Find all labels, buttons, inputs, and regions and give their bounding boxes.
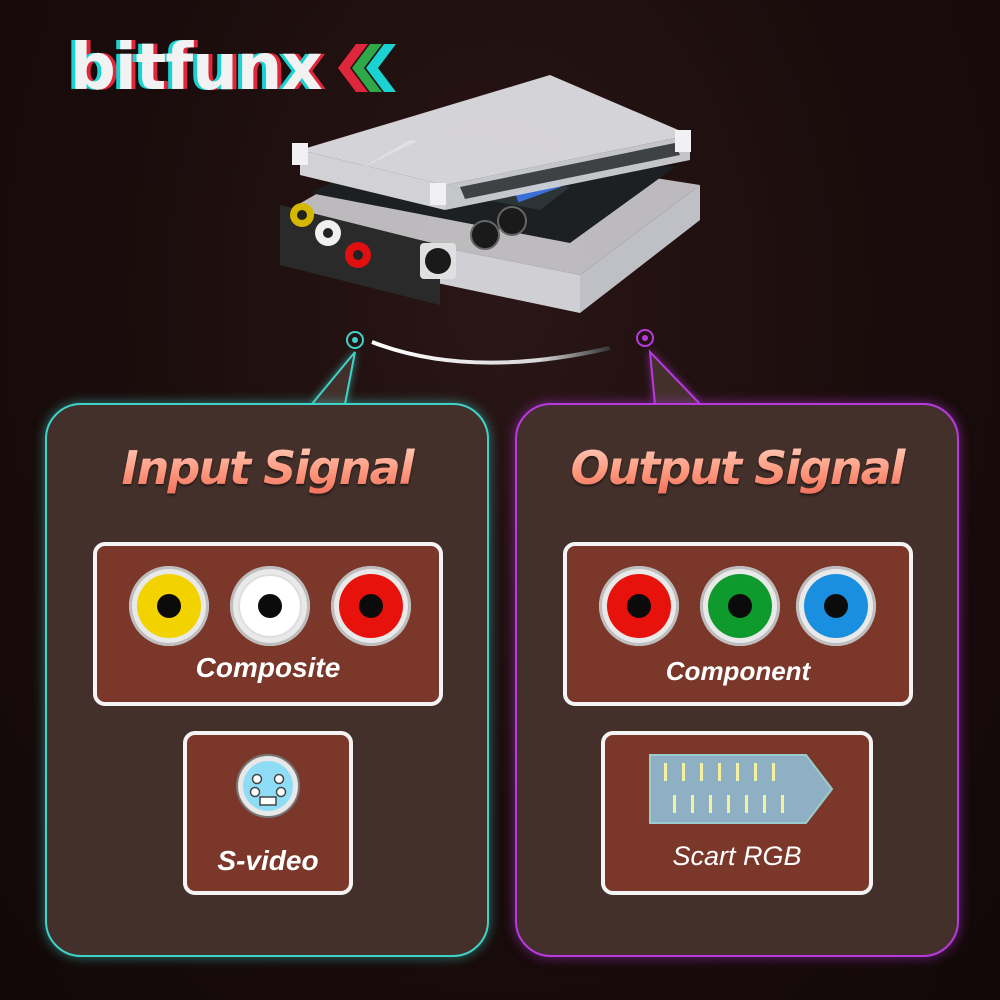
- output-signal-panel: Output Signal Component Sca: [515, 403, 959, 957]
- brand-logo: bitfunx: [70, 28, 398, 108]
- yellow-rca-icon: [129, 566, 209, 646]
- output-dot-icon: [636, 329, 654, 347]
- output-signal-title: Output Signal: [517, 441, 957, 495]
- s-video-port-icon: [236, 754, 300, 818]
- input-dot-icon: [346, 331, 364, 349]
- chevron-logo-icon: [337, 44, 396, 92]
- composite-label: Composite: [195, 652, 341, 683]
- scart-label: Scart RGB: [672, 841, 802, 871]
- blue-rca-icon: [796, 566, 876, 646]
- red-rca-icon: [599, 566, 679, 646]
- scart-box: Scart RGB: [601, 731, 873, 895]
- scart-port-icon: [649, 754, 834, 824]
- input-signal-title: Input Signal: [47, 441, 487, 495]
- brand-logo-text: bitfunx: [70, 31, 323, 105]
- composite-box: Composite: [93, 542, 443, 706]
- green-rca-icon: [700, 566, 780, 646]
- component-box: Component: [563, 542, 913, 706]
- video-converter-device-icon: [280, 75, 700, 313]
- svideo-label: S-video: [217, 845, 319, 876]
- svideo-box: S-video: [183, 731, 353, 895]
- red-rca-icon: [331, 566, 411, 646]
- white-rca-icon: [230, 566, 310, 646]
- input-signal-panel: Input Signal Composite S-video: [45, 403, 489, 957]
- component-label: Component: [665, 656, 811, 686]
